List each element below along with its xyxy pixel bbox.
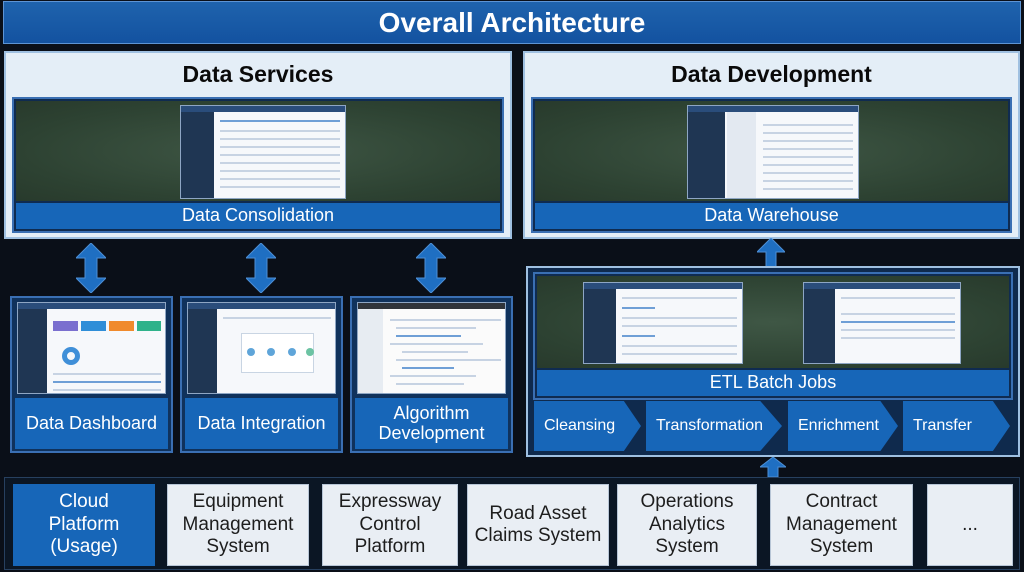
data-development-panel: Data Development Data Warehouse [523, 51, 1020, 239]
data-warehouse-label: Data Warehouse [535, 203, 1008, 229]
source-contract-management[interactable]: Contract Management System [770, 484, 913, 566]
data-development-title: Data Development [671, 61, 872, 87]
dashboard-mini-screen [17, 302, 166, 394]
data-dashboard-card[interactable]: Data Dashboard [10, 296, 173, 453]
source-operations-analytics[interactable]: Operations Analytics System [617, 484, 757, 566]
data-warehouse-frame: Data Warehouse [531, 97, 1012, 233]
up-arrow-icon [760, 457, 786, 477]
process-step-transformation: Transformation [646, 401, 782, 451]
etl-batch-jobs-label: ETL Batch Jobs [537, 370, 1009, 396]
page-title: Overall Architecture [3, 1, 1021, 44]
source-cloud-platform[interactable]: Cloud Platform (Usage) [13, 484, 155, 566]
data-dashboard-label: Data Dashboard [15, 398, 168, 449]
algorithm-development-label: Algorithm Development [355, 398, 508, 449]
etl-frame: ETL Batch Jobs [533, 272, 1013, 400]
data-consolidation-frame: Data Consolidation [12, 97, 504, 233]
double-arrow-icon [76, 243, 106, 293]
etl-screenshot [537, 276, 1009, 368]
data-integration-card[interactable]: Data Integration [180, 296, 343, 453]
up-arrow-icon [757, 238, 785, 268]
source-more[interactable]: ... [927, 484, 1013, 566]
etl-mini-screen-1 [583, 282, 743, 364]
data-integration-label: Data Integration [185, 398, 338, 449]
process-step-cleansing: Cleansing [534, 401, 641, 451]
data-warehouse-mini-screen [687, 105, 859, 199]
algorithm-development-card[interactable]: Algorithm Development [350, 296, 513, 453]
process-step-transfer: Transfer [903, 401, 1010, 451]
algorithm-mini-screen [357, 302, 506, 394]
data-consolidation-screenshot [16, 101, 500, 201]
data-services-panel: Data Services Data Consolidation [4, 51, 512, 239]
integration-mini-screen [187, 302, 336, 394]
source-expressway-control[interactable]: Expressway Control Platform [322, 484, 458, 566]
data-services-title: Data Services [182, 61, 334, 87]
data-warehouse-screenshot [535, 101, 1008, 201]
etl-mini-screen-2 [803, 282, 961, 364]
process-step-enrichment: Enrichment [788, 401, 898, 451]
double-arrow-icon [246, 243, 276, 293]
double-arrow-icon [416, 243, 446, 293]
etl-panel: ETL Batch Jobs Cleansing Transformation … [526, 266, 1020, 457]
data-consolidation-mini-screen [180, 105, 346, 199]
source-systems-row: Cloud Platform (Usage) Equipment Managem… [4, 477, 1020, 570]
source-equipment-management[interactable]: Equipment Management System [167, 484, 309, 566]
data-consolidation-label: Data Consolidation [16, 203, 500, 229]
source-road-asset-claims[interactable]: Road Asset Claims System [467, 484, 609, 566]
